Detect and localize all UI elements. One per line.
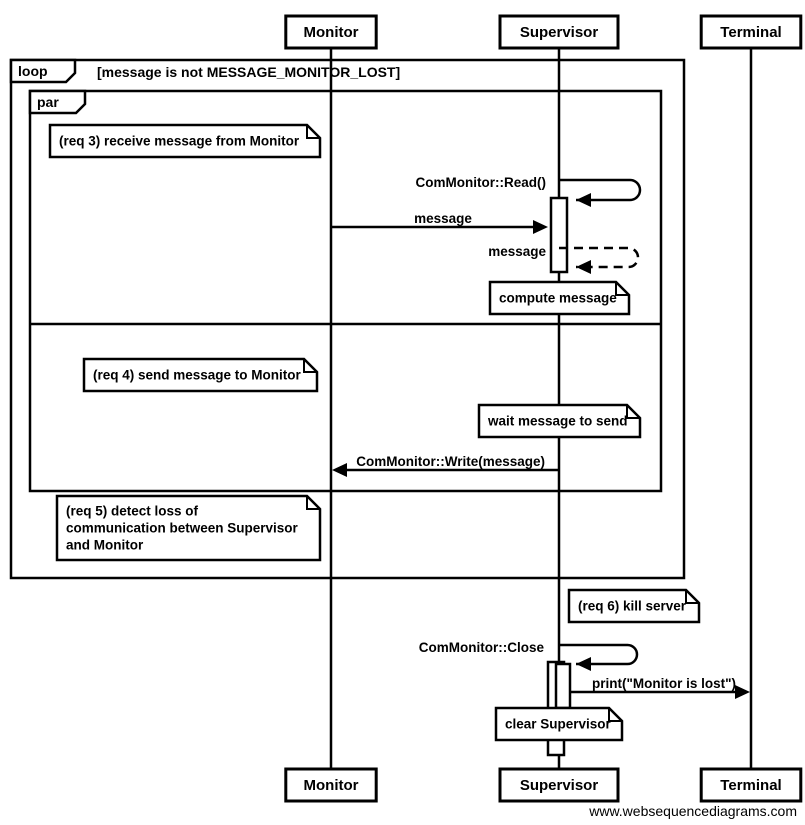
participant-header-supervisor[interactable]: Supervisor <box>498 14 620 50</box>
fragment-loop: loop [message is not MESSAGE_MONITOR_LOST… <box>9 58 686 580</box>
message-msg-print-monitor-is-lost: print("Monitor is lost") <box>570 676 750 699</box>
message-label: message <box>414 211 472 226</box>
message-label: ComMonitor::Close <box>419 640 545 655</box>
fragments-layer: loop [message is not MESSAGE_MONITOR_LOST… <box>9 58 686 580</box>
note-body <box>55 494 322 562</box>
note-note-req3: (req 3) receive message from Monitor <box>48 123 322 159</box>
participant-name: Monitor <box>304 24 359 41</box>
activation-bar-supervisor <box>549 196 569 274</box>
note-body <box>82 357 319 393</box>
note-note-req4: (req 4) send message to Monitor <box>82 357 319 393</box>
message-msg-commonitor-read: ComMonitor::Read() <box>416 175 642 207</box>
participant-name: Supervisor <box>520 777 599 794</box>
note-fold-corner <box>303 359 317 373</box>
note-text-line: (req 4) send message to Monitor <box>93 368 302 383</box>
notes-layer: (req 3) receive message from Monitor comp… <box>48 123 701 742</box>
participant-name: Monitor <box>304 777 359 794</box>
participant-footer-supervisor[interactable]: Supervisor <box>498 767 620 803</box>
note-fold-corner <box>626 405 640 419</box>
note-note-req5: (req 5) detect loss of communication betw… <box>55 494 322 562</box>
fragment-operator-label: par <box>37 94 59 110</box>
fragment-operator-label: loop <box>18 63 48 79</box>
note-note-clear-supervisor: clear Supervisor <box>494 706 624 742</box>
participant-name: Supervisor <box>520 24 599 41</box>
note-body <box>48 123 322 159</box>
message-self-path <box>559 643 639 666</box>
fragment-border <box>9 58 686 580</box>
fragment-border <box>28 89 663 493</box>
note-text-line: wait message to send <box>487 414 628 429</box>
message-msg-message-return: message <box>488 244 640 274</box>
note-body <box>494 706 624 742</box>
participant-box <box>699 767 803 803</box>
note-fold-corner <box>306 496 320 510</box>
participant-footer-monitor[interactable]: Monitor <box>284 767 378 803</box>
message-arrowhead <box>735 685 750 699</box>
message-self-path <box>559 178 642 202</box>
messages-layer: ComMonitor::Read()messagemessageComMonit… <box>332 175 750 699</box>
note-note-compute-message: compute message <box>488 280 631 316</box>
fragment-guard-label: [message is not MESSAGE_MONITOR_LOST] <box>97 64 400 80</box>
message-arrowhead <box>576 260 591 274</box>
fragment-operator-tab <box>28 89 87 115</box>
message-arrowhead <box>533 220 548 234</box>
message-arrowhead <box>332 463 347 477</box>
participant-footer-terminal[interactable]: Terminal <box>699 767 803 803</box>
note-fold-corner <box>685 590 699 604</box>
participant-box <box>284 767 378 803</box>
participant-header-monitor[interactable]: Monitor <box>284 14 378 50</box>
participant-name: Terminal <box>720 777 781 794</box>
note-body <box>567 588 701 624</box>
participant-name: Terminal <box>720 24 781 41</box>
note-text-line: (req 3) receive message from Monitor <box>59 134 300 149</box>
participant-box <box>699 14 803 50</box>
note-fold-corner <box>615 282 629 296</box>
message-arrowhead <box>576 193 591 207</box>
message-label: ComMonitor::Write(message) <box>356 454 545 469</box>
fragment-operator-tab <box>9 58 77 84</box>
message-msg-commonitor-write: ComMonitor::Write(message) <box>332 454 559 477</box>
participant-header-terminal[interactable]: Terminal <box>699 14 803 50</box>
message-arrowhead <box>576 657 591 671</box>
footer-layer: www.websequencediagrams.com <box>588 803 797 819</box>
message-label: message <box>488 244 546 259</box>
note-text-line: and Monitor <box>66 538 144 553</box>
message-msg-commonitor-close: ComMonitor::Close <box>419 640 639 671</box>
participant-box <box>498 14 620 50</box>
note-text-line: clear Supervisor <box>505 717 612 732</box>
note-text-line: (req 5) detect loss of <box>66 504 199 519</box>
message-label: ComMonitor::Read() <box>416 175 546 190</box>
message-label: print("Monitor is lost") <box>592 676 736 691</box>
note-fold-corner <box>608 708 622 722</box>
message-msg-message-to-supervisor: message <box>332 211 548 234</box>
fragment-par: par <box>28 89 663 493</box>
note-fold-corner <box>306 125 320 139</box>
footer-watermark: www.websequencediagrams.com <box>588 803 797 819</box>
note-body <box>488 280 631 316</box>
note-note-req6: (req 6) kill server <box>567 588 701 624</box>
note-text-line: compute message <box>499 291 617 306</box>
note-text-line: communication between Supervisor <box>66 521 299 536</box>
participant-box <box>284 14 378 50</box>
participant-boxes-layer: MonitorMonitorSupervisorSupervisorTermin… <box>284 14 803 803</box>
note-text-line: (req 6) kill server <box>578 599 687 614</box>
activation-bar-supervisor <box>554 662 572 710</box>
note-body <box>477 403 642 439</box>
participant-box <box>498 767 620 803</box>
message-self-path <box>559 246 640 269</box>
note-note-wait-message: wait message to send <box>477 403 642 439</box>
